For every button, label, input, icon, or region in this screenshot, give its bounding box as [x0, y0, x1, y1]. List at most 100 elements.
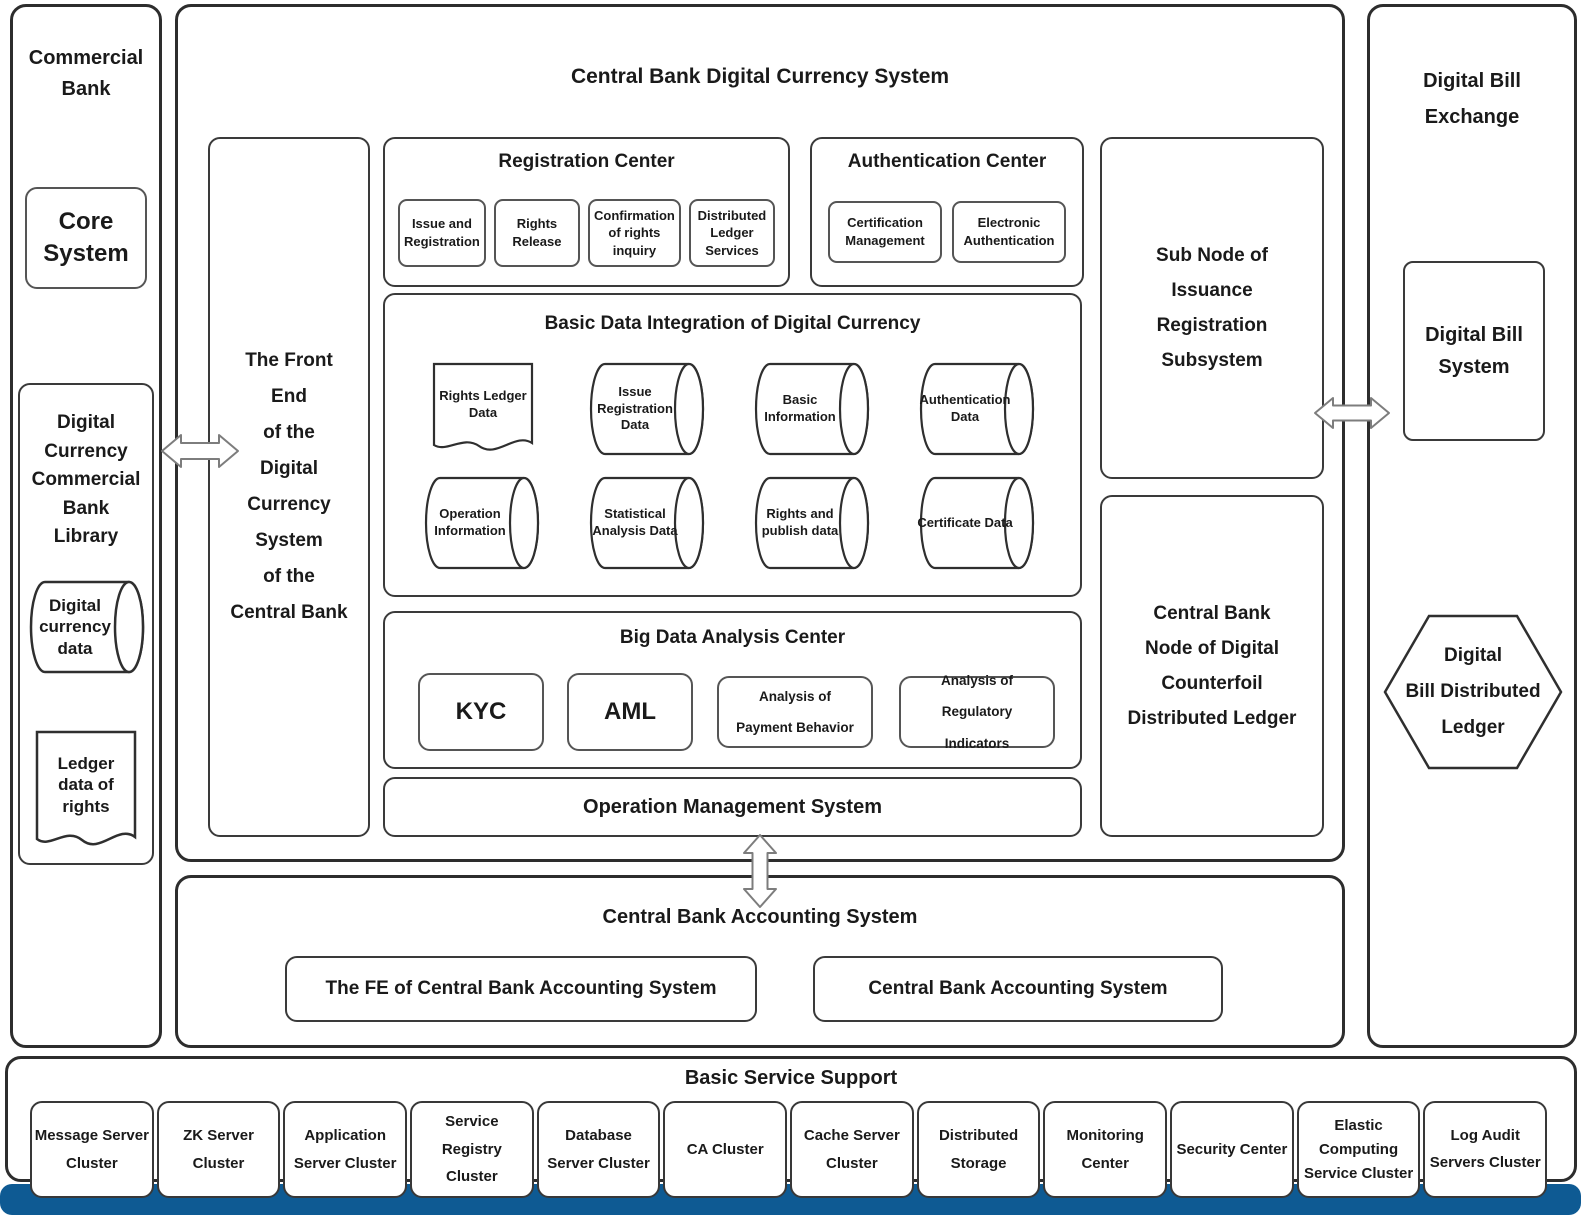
statistical-analysis-data-cylinder: Statistical Analysis Data — [585, 475, 707, 571]
cb-node-line: Distributed Ledger — [1127, 708, 1297, 729]
analysis-of-regulatory-indicators-node: Analysis of Regulatory Indicators — [899, 673, 1055, 751]
left-double-arrow-icon — [161, 434, 239, 468]
rights-ledger-data-label: Rights Ledger Data — [439, 388, 527, 420]
message-server-cluster-node: Message Server Cluster — [30, 1101, 154, 1198]
basic-information-label: Basic Information — [764, 392, 836, 424]
registration-center-title: Registration Center — [498, 151, 675, 172]
digital-bill-exchange-title: Digital Bill Exchange — [1423, 70, 1521, 128]
registration-center-items: Issue and Registration Rights Release Co… — [398, 199, 776, 267]
issue-registration-data-cylinder: Issue Registration Data — [585, 361, 707, 457]
vertical-double-arrow-icon — [743, 834, 777, 908]
cylinder-icon — [919, 476, 1035, 570]
statistical-analysis-data-label: Statistical Analysis Data — [592, 506, 678, 538]
hexagon-line: Digital — [1443, 645, 1503, 666]
big-data-analysis-center-title: Big Data Analysis Center — [619, 627, 846, 648]
rights-and-publish-data-cylinder: Rights and publish data — [750, 475, 872, 571]
hexagon-line: Ledger — [1441, 717, 1505, 738]
monitoring-center-node: Monitoring Center — [1043, 1101, 1168, 1198]
sub-node-line: Subsystem — [1161, 350, 1263, 371]
certificate-data-label: Certificate Data — [917, 514, 1013, 530]
digital-currency-data-cylinder: Digital currency data — [25, 579, 147, 675]
basic-service-support-title: Basic Service Support — [684, 1067, 898, 1089]
application-server-cluster-node: Application Server Cluster — [283, 1101, 408, 1198]
ca-cluster-node: CA Cluster — [663, 1101, 788, 1198]
aml-node: AML — [567, 673, 693, 751]
log-audit-servers-cluster-node: Log Audit Servers Cluster — [1423, 1101, 1548, 1198]
distributed-ledger-services-node: Distributed Ledger Services — [688, 199, 776, 267]
basic-data-integration-node: Basic Data Integration of Digital Curren… — [383, 293, 1082, 597]
front-end-line: of the — [263, 566, 315, 587]
commercial-bank-panel: Commercial Bank Core System Digital Curr… — [10, 4, 162, 1048]
document-icon — [35, 730, 137, 846]
sub-node-line: Sub Node of — [1156, 245, 1268, 266]
hexagon-icon — [1383, 614, 1563, 770]
authentication-center-title: Authentication Center — [847, 151, 1047, 172]
digital-bill-distributed-ledger-hexagon: Digital Bill Distributed Ledger — [1382, 613, 1564, 771]
cbdc-system-title: Central Bank Digital Currency System — [570, 65, 950, 88]
security-center-node: Security Center — [1170, 1101, 1294, 1198]
zk-server-cluster-node: ZK Server Cluster — [156, 1101, 281, 1198]
ledger-data-of-rights-label: Ledger data of rights — [57, 754, 115, 816]
cylinder-icon — [919, 362, 1035, 456]
distributed-storage-node: Distributed Storage — [916, 1101, 1041, 1198]
commercial-bank-library-title: Digital Currency Commercial Bank Library — [31, 412, 141, 547]
digital-bill-exchange-panel: Digital Bill Exchange Digital Bill Syste… — [1367, 4, 1577, 1048]
authentication-data-label: Authentication Data — [919, 392, 1011, 424]
service-clusters-row: Message Server Cluster ZK Server Cluster… — [30, 1101, 1548, 1198]
confirmation-of-rights-inquiry-node: Confirmation of rights inquiry — [587, 199, 681, 267]
rights-release-node: Rights Release — [493, 199, 580, 267]
front-end-line: System — [255, 530, 323, 551]
central-bank-counterfoil-ledger-node: Central Bank Node of Digital Counterfoil… — [1100, 495, 1324, 837]
operation-information-cylinder: Operation Information — [420, 475, 542, 571]
front-end-line: Central Bank — [230, 602, 348, 623]
issue-and-registration-node: Issue and Registration — [398, 199, 486, 267]
central-bank-accounting-system-node: Central Bank Accounting System — [813, 956, 1223, 1022]
right-double-arrow-icon — [1314, 397, 1390, 429]
commercial-bank-library-node: Digital Currency Commercial Bank Library… — [18, 383, 154, 865]
ledger-data-of-rights-document: Ledger data of rights — [34, 729, 138, 857]
digital-currency-data-label: Digital currency data — [39, 596, 111, 658]
analysis-of-payment-behavior-node: Analysis of Payment Behavior — [717, 676, 873, 748]
rights-ledger-data-document: Rights Ledger Data — [431, 361, 535, 461]
front-end-line: of the — [263, 422, 315, 443]
central-bank-accounting-title: Central Bank Accounting System — [602, 906, 918, 928]
document-icon — [432, 362, 534, 451]
kyc-node: KYC — [418, 673, 544, 751]
cbdc-system-panel: Central Bank Digital Currency System The… — [175, 4, 1345, 862]
authentication-data-cylinder: Authentication Data — [915, 361, 1037, 457]
sub-node-issuance-registration-node: Sub Node of Issuance Registration Subsys… — [1100, 137, 1324, 479]
cache-server-cluster-node: Cache Server Cluster — [790, 1101, 914, 1198]
cylinder-icon — [424, 476, 540, 570]
sub-node-line: Issuance — [1171, 280, 1253, 301]
big-data-analysis-center-node: Big Data Analysis Center KYC AML Analysi… — [383, 611, 1082, 769]
front-end-line: Currency — [247, 494, 331, 515]
cb-node-line: Node of Digital — [1144, 638, 1280, 659]
cylinder-icon — [754, 362, 870, 456]
operation-management-system-node: Operation Management System — [383, 777, 1082, 837]
operation-information-label: Operation Information — [434, 506, 506, 538]
front-end-line: Digital — [259, 458, 319, 479]
sub-node-line: Registration — [1156, 315, 1268, 336]
front-end-line: End — [271, 386, 307, 407]
database-server-cluster-node: Database Server Cluster — [536, 1101, 661, 1198]
elastic-computing-service-cluster-node: Elastic Computing Service Cluster — [1296, 1101, 1421, 1198]
certificate-data-cylinder: Certificate Data — [915, 475, 1037, 571]
cb-node-line: Central Bank — [1153, 603, 1271, 624]
commercial-bank-title: Commercial Bank — [28, 47, 144, 100]
issue-registration-data-label: Issue Registration Data — [597, 383, 673, 433]
cb-node-line: Counterfoil — [1161, 673, 1263, 694]
rights-and-publish-data-label: Rights and publish data — [761, 506, 839, 538]
registration-center-node: Registration Center Issue and Registrati… — [383, 137, 790, 287]
core-system-node: Core System — [25, 187, 147, 289]
electronic-authentication-node: Electronic Authentication — [952, 201, 1066, 263]
fe-of-accounting-system-node: The FE of Central Bank Accounting System — [285, 956, 757, 1022]
front-end-node: The Front End of the Digital Currency Sy… — [208, 137, 370, 837]
service-registry-cluster-node: Service Registry Cluster — [410, 1101, 534, 1198]
digital-bill-distributed-ledger-label: Digital Bill Distributed Ledger — [1382, 613, 1564, 771]
authentication-center-node: Authentication Center Certification Mana… — [810, 137, 1084, 287]
cylinder-icon — [29, 580, 145, 674]
basic-information-cylinder: Basic Information — [750, 361, 872, 457]
hexagon-line: Bill Distributed — [1405, 681, 1541, 702]
basic-data-integration-title: Basic Data Integration of Digital Curren… — [544, 313, 921, 334]
